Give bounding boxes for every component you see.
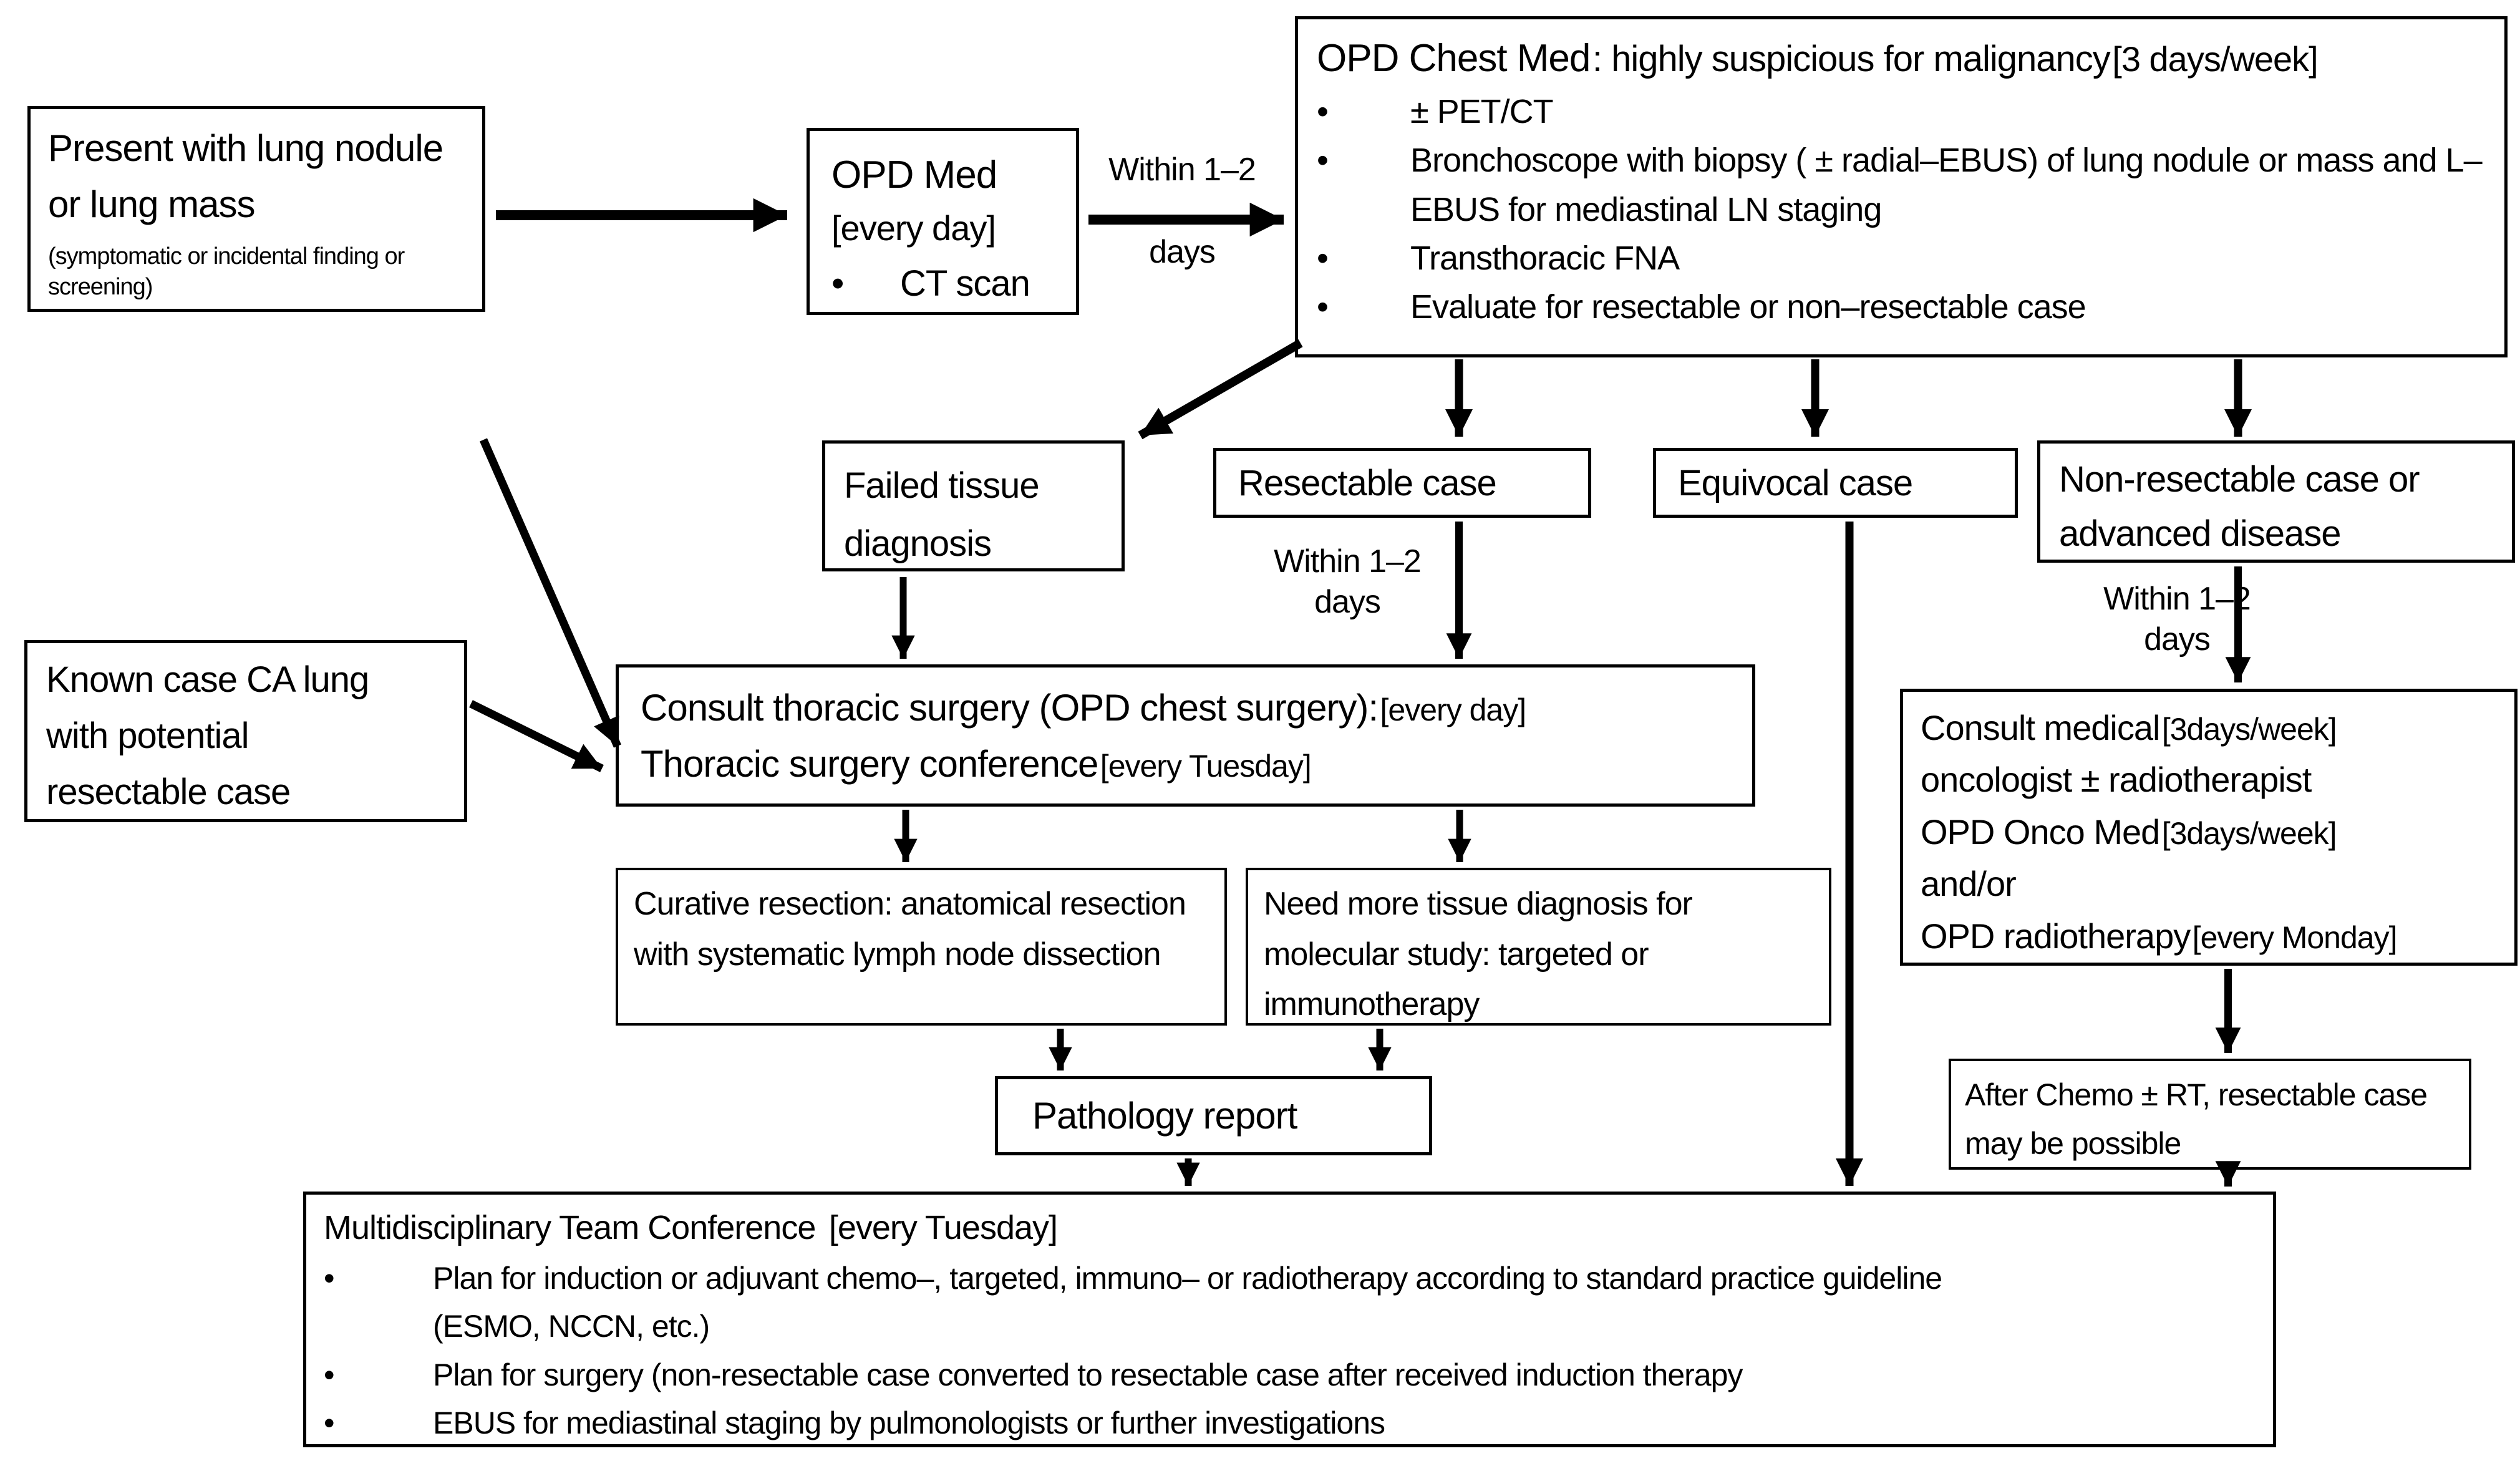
consult-surgery-line2-schedule: [every Tuesday] xyxy=(1100,749,1312,784)
need-more-tissue-text: Need more tissue diagnosis for molecular… xyxy=(1264,886,1693,1023)
consult-surgery-line2: Thoracic surgery conference xyxy=(641,743,1098,785)
consult-medical-line2: oncologist ± radiotherapist xyxy=(1921,760,2312,799)
within-days-line2: days xyxy=(2144,621,2211,658)
pathology-report-text: Pathology report xyxy=(1032,1094,1297,1137)
pathology-report-box: Pathology report xyxy=(995,1076,1432,1155)
failed-tissue-box: Failed tissue diagnosis xyxy=(822,440,1125,571)
arrow-known-case-to-consult-surgery xyxy=(469,700,604,772)
opd-med-title: OPD Med xyxy=(831,153,997,197)
arrow-present-to-consult-surgery xyxy=(480,438,621,748)
mdt-bullet-1-line1: Plan for induction or adjuvant chemo–, t… xyxy=(433,1260,1942,1296)
within-days-line2: days xyxy=(1314,584,1381,620)
present-note: (symptomatic or incidental finding or sc… xyxy=(48,243,405,301)
consult-surgery-line1: Consult thoracic surgery (OPD chest surg… xyxy=(641,687,1379,729)
bullet-icon xyxy=(1317,283,1410,331)
consult-medical-line3: OPD Onco Med xyxy=(1921,812,2160,852)
bullet-icon xyxy=(324,1351,433,1400)
mdt-conference-box: Multidisciplinary Team Conference [every… xyxy=(303,1192,2276,1447)
consult-medical-line1-schedule: [3days/week] xyxy=(2161,712,2337,747)
arrow-chest-med-to-failed-tissue xyxy=(1138,339,1303,440)
opd-med-box: OPD Med [every day] CT scan xyxy=(807,128,1079,315)
bullet-icon xyxy=(1317,136,1410,185)
equivocal-case-text: Equivocal case xyxy=(1678,462,1913,503)
equivocal-case-box: Equivocal case xyxy=(1653,448,2018,518)
chest-med-bullet-1: ± PET/CT xyxy=(1410,93,1554,130)
bullet-icon xyxy=(1317,87,1410,136)
curative-resection-box: Curative resection: anatomical resection… xyxy=(616,868,1227,1026)
consult-surgery-box: Consult thoracic surgery (OPD chest surg… xyxy=(616,664,1755,807)
consult-medical-line4: and/or xyxy=(1921,863,2017,903)
consult-medical-line1: Consult medical xyxy=(1921,708,2160,747)
consult-surgery-line1-schedule: [every day] xyxy=(1380,692,1527,727)
mdt-schedule: [every Tuesday] xyxy=(828,1209,1058,1246)
chest-med-bullet-4: Evaluate for resectable or non–resectabl… xyxy=(1410,288,2086,326)
chest-med-bullet-2: Bronchoscope with biopsy ( ± radial–EBUS… xyxy=(1410,142,2483,228)
present-box: Present with lung nodule or lung mass (s… xyxy=(27,106,485,312)
opd-med-schedule: [every day] xyxy=(831,208,996,248)
mdt-bullet-1-line2: (ESMO, NCCN, etc.) xyxy=(433,1309,710,1344)
within-days-label-resectable: Within 1–2 days xyxy=(1241,541,1453,623)
within-days-line1: Within 1–2 xyxy=(1274,543,1422,580)
failed-tissue-text: Failed tissue diagnosis xyxy=(844,465,1040,564)
after-chemo-box: After Chemo ± RT, resectable case may be… xyxy=(1949,1059,2471,1170)
known-case-box: Known case CA lung with potential resect… xyxy=(24,640,467,822)
resectable-case-box: Resectable case xyxy=(1213,448,1591,518)
present-text: Present with lung nodule or lung mass xyxy=(48,127,443,225)
within-days-label-nonresectable: Within 1–2 days xyxy=(2071,579,2283,660)
consult-medical-box: Consult medical [3days/week] oncologist … xyxy=(1900,689,2518,966)
bullet-icon xyxy=(831,256,900,311)
non-resectable-text: Non-resectable case or advanced disease xyxy=(2059,459,2420,554)
chest-med-bullet-3: Transthoracic FNA xyxy=(1410,239,1680,277)
chest-med-title: OPD Chest Med xyxy=(1317,37,1591,80)
mdt-bullet-2: Plan for surgery (non-resectable case co… xyxy=(433,1357,1743,1392)
within-days-label-top: Within 1–2 xyxy=(1060,150,1304,190)
chest-med-box: OPD Chest Med : highly suspicious for ma… xyxy=(1295,16,2508,357)
chest-med-title-desc: : highly suspicious for malignancy xyxy=(1592,39,2111,79)
after-chemo-text: After Chemo ± RT, resectable case may be… xyxy=(1965,1077,2428,1161)
within-days-line1: Within 1–2 xyxy=(2103,581,2251,617)
opd-med-bullet: CT scan xyxy=(900,263,1030,304)
mdt-bullet-3: EBUS for mediastinal staging by pulmonol… xyxy=(433,1405,1385,1441)
resectable-case-text: Resectable case xyxy=(1238,462,1497,503)
mdt-title: Multidisciplinary Team Conference xyxy=(324,1209,816,1246)
curative-resection-text: Curative resection: anatomical resection… xyxy=(634,886,1186,973)
within-days-line2: days xyxy=(1149,234,1216,270)
need-more-tissue-box: Need more tissue diagnosis for molecular… xyxy=(1246,868,1831,1026)
bullet-icon xyxy=(324,1399,433,1448)
non-resectable-box: Non-resectable case or advanced disease xyxy=(2037,440,2515,563)
consult-medical-line5-schedule: [every Monday] xyxy=(2192,920,2398,955)
known-case-text: Known case CA lung with potential resect… xyxy=(46,659,369,812)
within-days-label-top-line2: days xyxy=(1060,232,1304,273)
bullet-icon xyxy=(324,1255,433,1303)
consult-medical-line3-schedule: [3days/week] xyxy=(2161,815,2337,851)
consult-medical-line5: OPD radiotherapy xyxy=(1921,916,2191,956)
chest-med-schedule: [3 days/week] xyxy=(2112,39,2318,79)
bullet-icon xyxy=(1317,234,1410,283)
within-days-line1: Within 1–2 xyxy=(1108,152,1256,188)
